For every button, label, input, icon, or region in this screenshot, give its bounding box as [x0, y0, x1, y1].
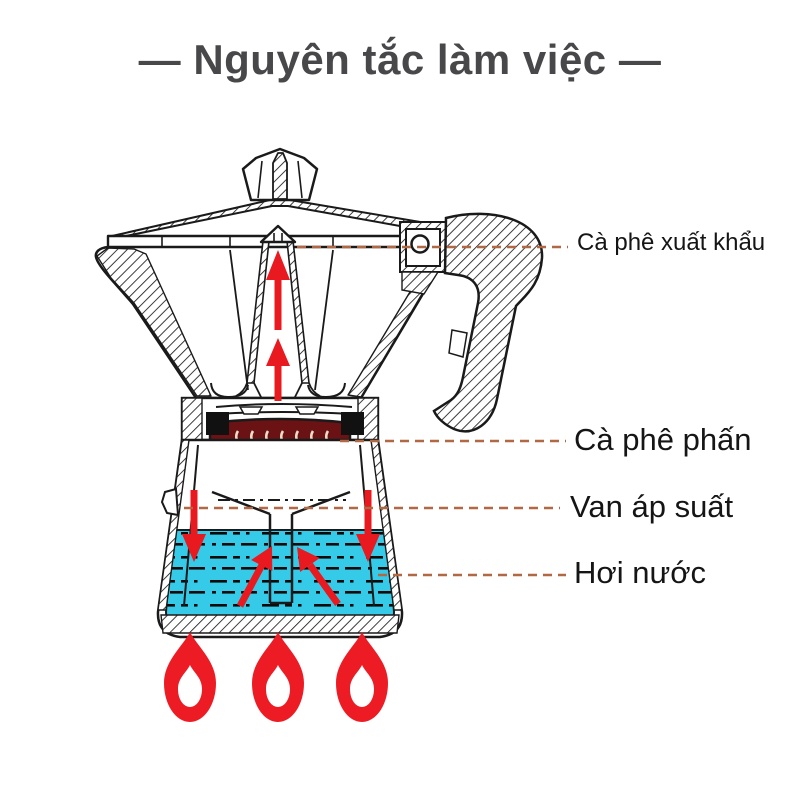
hinge-pin	[410, 234, 430, 254]
flow-arrows	[182, 250, 380, 608]
gasket-left	[206, 412, 229, 435]
safety-valve	[160, 487, 180, 517]
up-arrow-chimney-2	[266, 338, 290, 401]
leader-lines	[184, 245, 568, 577]
flame-icon	[336, 632, 388, 722]
label-coffee-out: Cà phê xuất khẩu	[577, 228, 766, 256]
chimney-nozzle-cap	[259, 224, 297, 244]
down-arrow-left	[182, 490, 206, 562]
flames	[164, 632, 388, 722]
label-pressure-valve: Van áp suất	[570, 488, 734, 524]
diagonal-arrow-left	[236, 546, 273, 608]
flame-icon	[252, 632, 304, 722]
label-steam: Hơi nước	[574, 554, 707, 590]
page-title: — Nguyên tắc làm việc —	[138, 36, 662, 83]
boiler	[156, 438, 404, 639]
down-arrow-right	[356, 490, 380, 562]
knob-screw	[272, 152, 288, 200]
gasket-right	[341, 412, 364, 435]
lid-knob	[241, 147, 319, 202]
flame-icon	[164, 632, 216, 722]
label-coffee-powder: Cà phê phấn	[574, 421, 752, 457]
diagonal-arrow-right	[297, 547, 341, 607]
up-arrow-chimney-1	[266, 250, 290, 330]
chimney-column	[235, 224, 321, 405]
